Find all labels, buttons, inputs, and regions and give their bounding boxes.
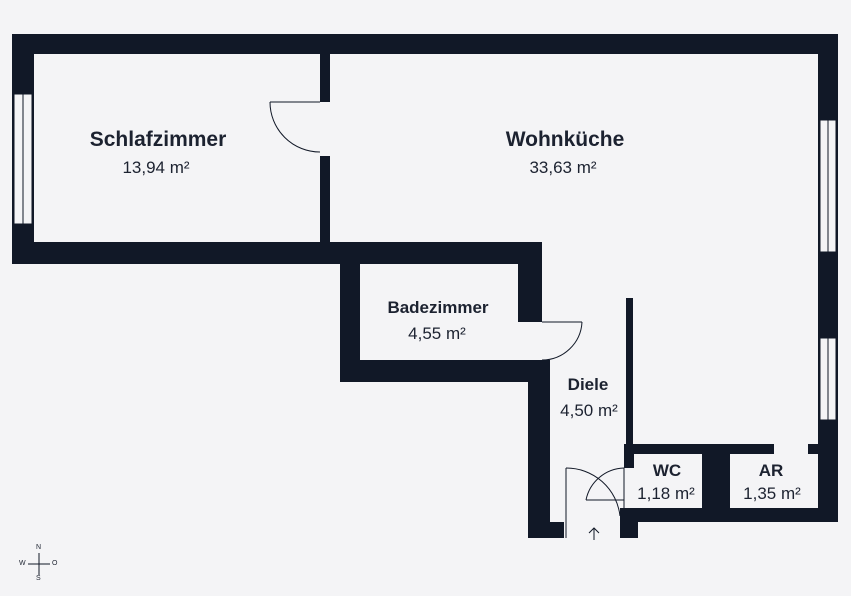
room-area-wohnkueche: 33,63 m² bbox=[529, 158, 597, 177]
wall-bath-bottom bbox=[340, 360, 550, 382]
wall-ar-top-right bbox=[808, 444, 838, 454]
wall-thin-partition bbox=[626, 298, 633, 448]
wall-bedroom-bottom bbox=[12, 242, 542, 264]
room-area-ar: 1,35 m² bbox=[743, 484, 801, 503]
compass-icon bbox=[28, 553, 50, 575]
room-name-wohnkueche: Wohnküche bbox=[505, 128, 625, 151]
wall-wc-ar bbox=[702, 444, 730, 520]
compass-o-label: O bbox=[52, 560, 58, 567]
wall-wc-left bbox=[624, 444, 634, 468]
room-name-badezimmer: Badezimmer bbox=[387, 298, 489, 317]
room-area-schlafzimmer: 13,94 m² bbox=[122, 158, 190, 177]
room-area-diele: 4,50 m² bbox=[560, 401, 618, 420]
wall-partition-lower bbox=[320, 156, 330, 244]
wall-bath-right bbox=[518, 242, 542, 322]
room-area-badezimmer: 4,55 m² bbox=[408, 324, 466, 343]
room-name-wc: WC bbox=[652, 461, 682, 480]
wall-diele-left bbox=[528, 360, 550, 538]
wall-partition-upper bbox=[320, 54, 330, 102]
room-name-schlafzimmer: Schlafzimmer bbox=[89, 128, 227, 151]
room-area-wc: 1,18 m² bbox=[637, 484, 695, 503]
wall-bottom-wc-fill bbox=[620, 510, 838, 522]
wall-diele-bottom bbox=[528, 522, 564, 538]
compass-s-label: S bbox=[36, 575, 41, 582]
wall-top bbox=[12, 34, 838, 54]
walls bbox=[12, 34, 838, 538]
wall-wc-top bbox=[626, 444, 774, 454]
arrow-up-icon bbox=[588, 527, 600, 540]
windows bbox=[13, 93, 837, 421]
wall-bath-left bbox=[340, 242, 360, 382]
room-name-diele: Diele bbox=[567, 375, 609, 394]
doors bbox=[269, 101, 625, 538]
compass-w-label: W bbox=[19, 560, 26, 567]
room-name-ar: AR bbox=[758, 461, 784, 480]
compass-n-label: N bbox=[36, 544, 42, 551]
